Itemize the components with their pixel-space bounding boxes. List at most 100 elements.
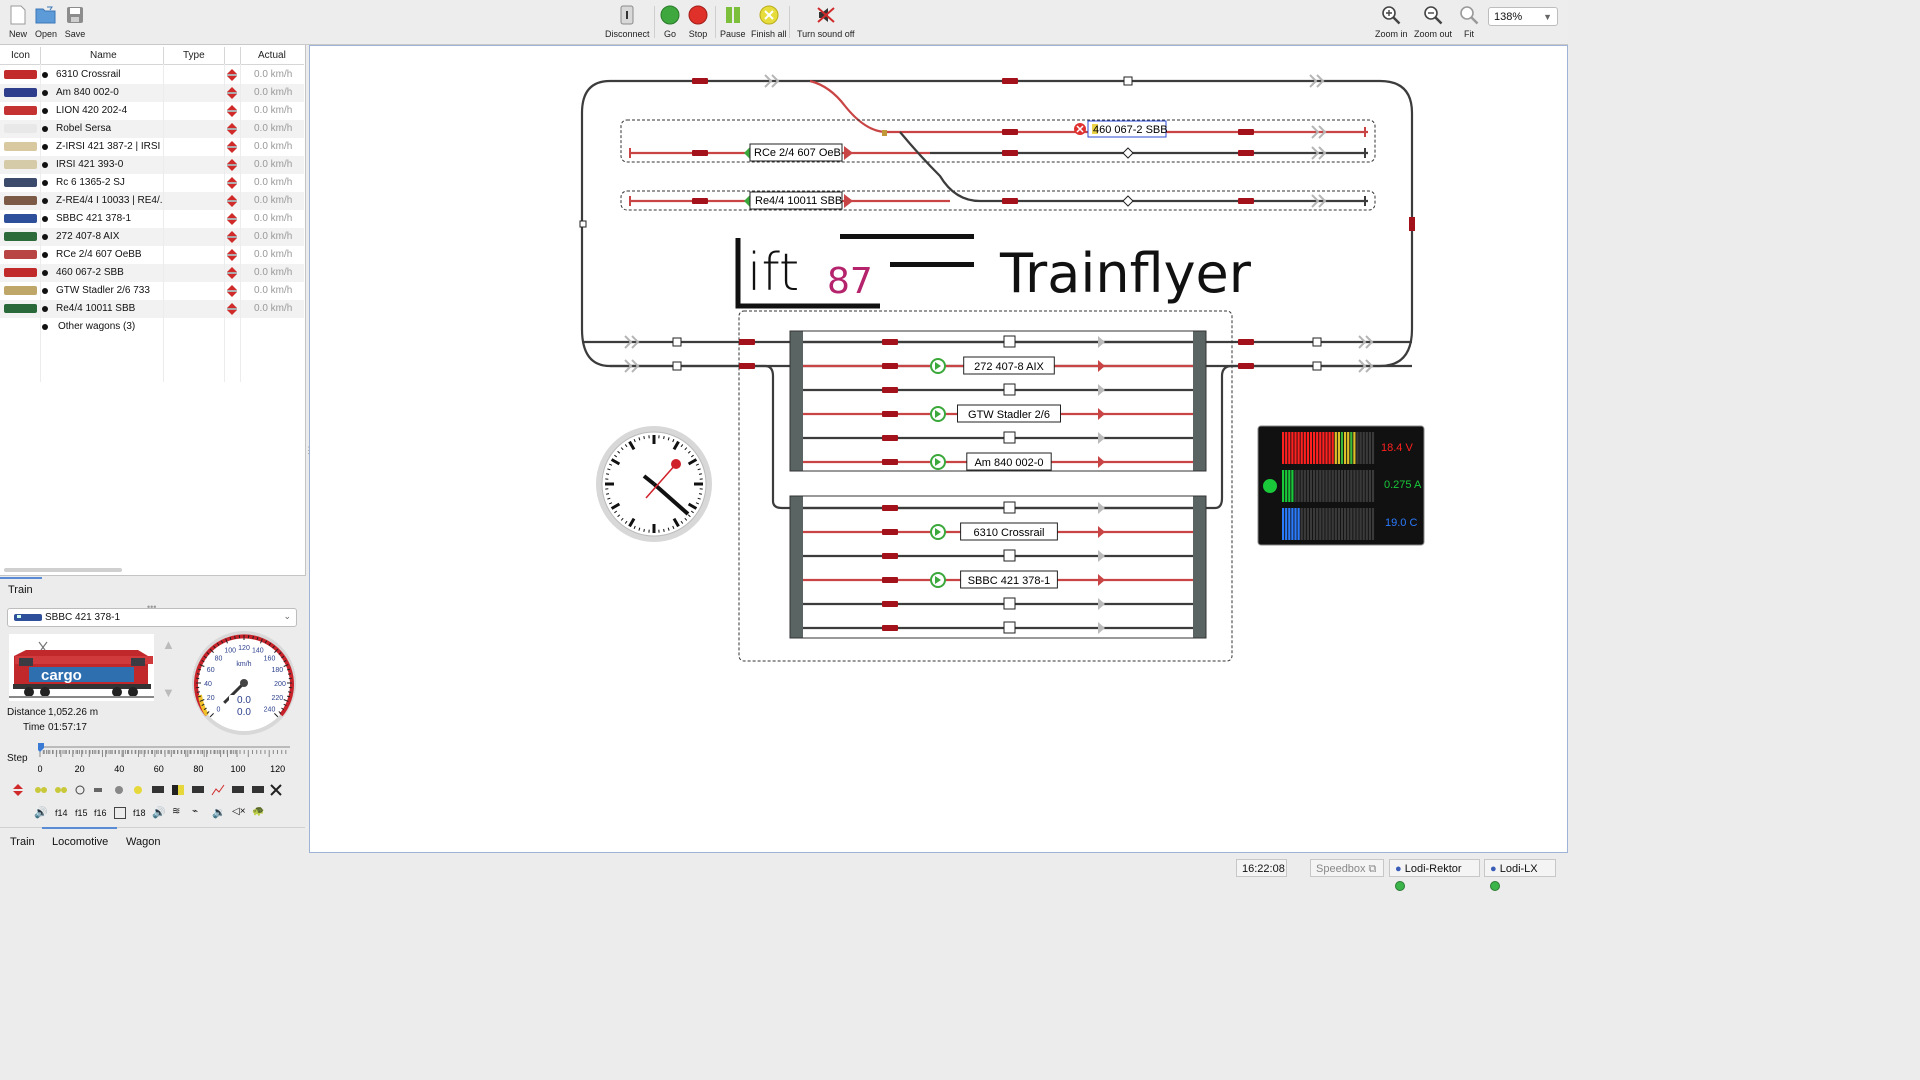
train-select[interactable]: SBBC 421 378-1 ⌄ [7,608,297,627]
direction-icon[interactable] [226,176,238,193]
tab-train[interactable]: Train [10,836,35,848]
direction-icon[interactable] [226,284,238,301]
light-bulb-icon[interactable] [134,786,142,794]
track-contact-icon[interactable] [1312,337,1322,347]
coupler-icon[interactable] [192,786,204,793]
splitter-handle-icon[interactable]: ⋮ [304,445,313,456]
zoom-out-button[interactable]: Zoom out [1414,4,1452,39]
direction-icon[interactable] [226,158,238,175]
table-row[interactable]: Z-IRSI 421 387-2 | IRSI ...0.0 km/h [0,138,304,156]
horn-icon[interactable] [94,788,102,792]
function-f16-button[interactable]: f16 [94,808,107,818]
direction-icon[interactable] [226,212,238,229]
bell-icon[interactable] [115,786,123,794]
turtle-icon[interactable]: 🐢 [252,806,265,817]
stop-button[interactable]: Stop [687,4,709,39]
column-header-type[interactable]: Type [183,50,205,61]
function-f15-button[interactable]: f15 [75,808,88,818]
turnout-icon[interactable] [1122,147,1134,159]
direction-icon[interactable] [226,104,238,121]
mute-icon[interactable]: ◁× [232,806,246,817]
track-contact-icon[interactable] [672,337,682,347]
track-contact-icon[interactable] [1003,383,1016,396]
zoom-select[interactable]: 138% ▼ [1488,7,1558,26]
fan-icon[interactable] [270,784,282,796]
drag-handle-icon[interactable]: ••• [147,602,157,612]
train-label-460[interactable]: 460 067-2 SBB [1074,120,1168,138]
crane-icon[interactable] [252,786,264,793]
direction-icon[interactable] [226,68,238,85]
train-label-rce[interactable]: RCe 2/4 607 OeB [744,143,853,162]
track-contact-icon[interactable] [1003,621,1016,634]
track-contact-icon[interactable] [1003,335,1016,348]
track-contact-icon[interactable] [1003,431,1016,444]
turn-sound-off-button[interactable]: Turn sound off [797,4,855,39]
speedbox-status[interactable]: Speedbox⧉ [1310,859,1384,877]
direction-icon[interactable] [226,230,238,247]
direction-icon[interactable] [226,266,238,283]
speaker-icon[interactable]: 🔉 [212,807,226,819]
direction-icon[interactable] [226,140,238,157]
step-slider-thumb[interactable] [36,743,44,752]
finish-all-button[interactable]: Finish all [751,4,787,39]
train-label-re44[interactable]: Re4/4 10011 SBB [744,191,853,210]
direction-icon[interactable] [226,248,238,265]
direction-icon[interactable] [226,86,238,103]
fit-button[interactable]: Fit [1458,4,1480,39]
new-button[interactable]: New [7,4,29,39]
chart-icon[interactable] [211,784,225,796]
track-contact-icon[interactable] [1003,549,1016,562]
controller-lodi-lx[interactable]: ● Lodi-LX [1484,859,1556,891]
function-f18-button[interactable]: f18 [133,808,146,818]
tab-wagon[interactable]: Wagon [126,836,161,848]
tab-locomotive[interactable]: Locomotive [52,836,109,848]
yard-train-label[interactable]: SBBC 421 378-1 [930,570,1058,589]
signal-icon[interactable]: ⌁ [192,806,199,817]
track-contact-icon[interactable] [579,220,587,228]
yard-train-label[interactable]: 6310 Crossrail [930,522,1058,541]
yard-train-label[interactable]: Am 840 002-0 [930,452,1052,471]
cab-light-icon[interactable] [75,785,85,795]
arrow-up-icon[interactable]: ▲ [162,637,175,652]
horizontal-scrollbar[interactable] [4,568,122,572]
open-button[interactable]: Open [35,4,57,39]
track-contact-icon[interactable] [672,361,682,371]
track-contact-icon[interactable] [1003,597,1016,610]
turnout-icon[interactable] [1122,195,1134,207]
column-header-name[interactable]: Name [90,50,117,61]
steam-icon[interactable]: ≋ [172,806,181,817]
pause-button[interactable]: Pause [720,4,746,39]
track-contact-icon[interactable] [1312,361,1322,371]
direction-icon[interactable] [226,194,238,211]
track-contact-icon[interactable] [1123,76,1133,86]
zoom-in-button[interactable]: Zoom in [1375,4,1408,39]
yard-train-label[interactable]: 272 407-8 AIX [930,356,1055,375]
grid-icon[interactable] [114,807,126,819]
wagon-icon[interactable] [152,786,164,793]
shunting-icon[interactable] [232,786,244,793]
controller-lodi-rektor[interactable]: ● Lodi-Rektor [1389,859,1480,891]
speaker-icon[interactable]: 🔊 [34,807,48,819]
track-contact-icon[interactable] [1003,501,1016,514]
yard-train-label[interactable]: GTW Stadler 2/6 [930,404,1061,423]
table-row[interactable]: Z-RE4/4 I 10033 | RE4/...0.0 km/h [0,192,304,210]
function-f14-button[interactable]: f14 [55,808,68,818]
lights-rear-icon[interactable] [55,787,67,793]
column-header-icon[interactable]: Icon [11,50,30,61]
table-row[interactable]: Other wagons (3) [0,318,304,336]
speaker-icon[interactable]: 🔊 [152,807,166,819]
go-button[interactable]: Go [659,4,681,39]
disconnect-button[interactable]: Disconnect [605,4,650,39]
